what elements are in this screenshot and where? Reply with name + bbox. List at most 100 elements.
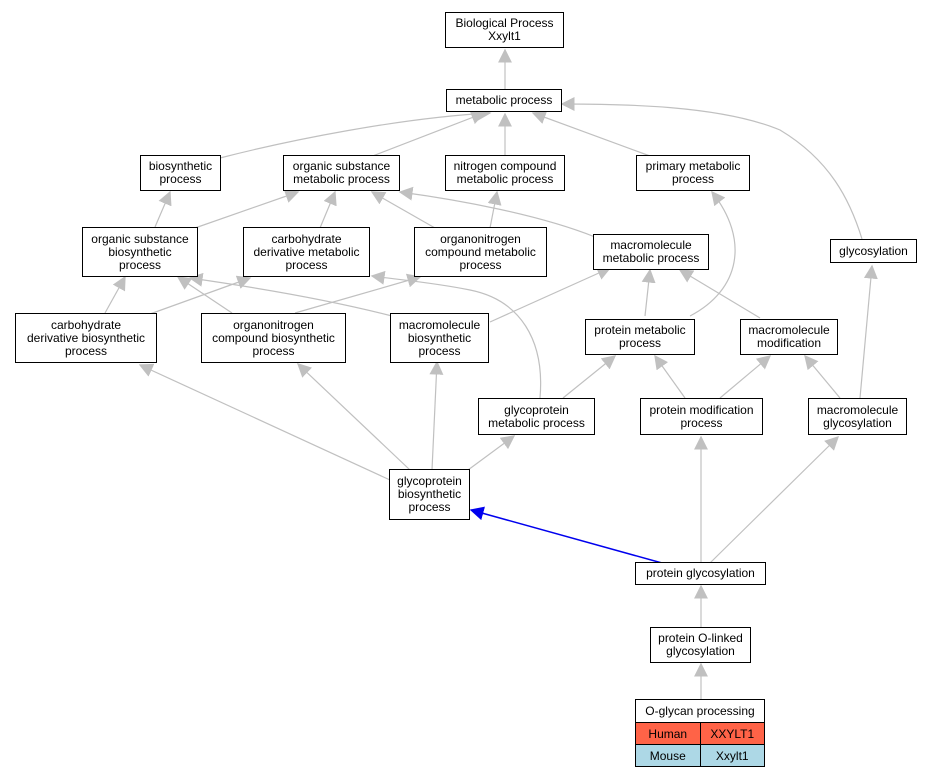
- legend-title[interactable]: O-glycan processing: [636, 700, 764, 723]
- node-label-line: organonitrogen: [233, 317, 314, 332]
- node-label-line: protein glycosylation: [646, 566, 755, 580]
- node-label-line: process: [418, 343, 461, 358]
- node-label-line: process: [159, 172, 202, 186]
- node-label-line: derivative biosynthetic: [26, 330, 146, 345]
- node-label-line: process: [459, 257, 502, 272]
- node-label-line: organonitrogen: [440, 231, 521, 246]
- node-label-line: biosynthetic: [397, 487, 462, 501]
- edge-macroglyc-macromod: [804, 354, 841, 399]
- edge-macrobio-macromet: [489, 266, 612, 323]
- edge-carbderbio-orgsubbio: [104, 275, 126, 314]
- legend-gene-human: XXYLT1: [699, 723, 765, 744]
- edge-glycoprotmet-protmet: [562, 355, 617, 399]
- edge-protmod-protmet: [654, 354, 686, 399]
- edge-macroglyc-glycosylation: [859, 264, 878, 399]
- node-label-line: biosynthetic: [407, 330, 472, 345]
- node-label-line: process: [671, 172, 715, 186]
- node-label-line: protein O-linked: [658, 631, 743, 645]
- node-label-line: process: [408, 500, 451, 514]
- node-label-line: organic substance: [91, 231, 189, 246]
- edge-primary-metabolic: [531, 110, 651, 157]
- node-label-line: protein modification: [649, 402, 754, 417]
- edge-organonitbio-organonitmet: [294, 273, 422, 314]
- node-label-line: carbohydrate: [50, 317, 122, 332]
- legend-row-mouse: Mouse Xxylt1: [636, 744, 764, 766]
- node-label-line: process: [64, 343, 108, 358]
- edge-glycoprotbio-organonitbio: [296, 363, 411, 471]
- node-label-line: compound metabolic: [425, 244, 536, 259]
- node-label-line: glycosylation: [823, 415, 892, 430]
- edge-biosynthetic-root: [219, 106, 492, 159]
- edge-macromod-macromet: [678, 269, 761, 319]
- gene-legend-table: O-glycan processing Human XXYLT1 Mouse X…: [635, 699, 765, 767]
- edge-carbderbio-carbdermet: [149, 275, 252, 315]
- legend-gene-mouse: Xxylt1: [699, 745, 765, 766]
- node-label-line: process: [618, 336, 662, 350]
- edge-glycoprotbio-macrobio: [429, 360, 444, 471]
- node-label-line: metabolic process: [488, 415, 585, 430]
- edge-protmet-primary: [689, 190, 736, 317]
- legend-species-mouse: Mouse: [649, 748, 686, 763]
- edge-protmet-macromet: [641, 268, 656, 317]
- legend-row-human: Human XXYLT1: [636, 723, 764, 744]
- node-label-line: organic substance: [292, 159, 391, 173]
- edge-macrobio-orgsubbio: [188, 272, 393, 317]
- edge-glycoprotbio-carbderbio: [138, 363, 391, 481]
- node-glycosylation[interactable]: glycosylation: [830, 239, 917, 263]
- edge-orgsubbio-orgsubmet: [194, 189, 300, 229]
- node-label-line: compound biosynthetic: [212, 330, 335, 345]
- node-prot-glyc[interactable]: protein glycosylation: [635, 562, 766, 585]
- node-label-line: process: [285, 257, 328, 272]
- node-label-line: macromolecule: [610, 238, 692, 252]
- node-label-line: glycosylation: [839, 243, 908, 258]
- node-label-line: protein metabolic: [594, 323, 686, 337]
- node-label-line: Biological Process: [455, 16, 554, 30]
- edge-glycoprotbio-glycoprotmet: [467, 435, 516, 471]
- node-label-line: glycoprotein: [504, 402, 569, 417]
- edge-orgsubmet-metabolic: [369, 111, 486, 158]
- edge-protglyc-glycoprotbio: [469, 506, 663, 564]
- node-label-line: process: [252, 343, 295, 358]
- node-label-line: biosynthetic: [108, 244, 172, 259]
- legend-species-human: Human: [648, 726, 688, 741]
- node-label-line: nitrogen compound: [453, 159, 557, 173]
- edge-protmod-macromod: [719, 355, 772, 399]
- node-label-line: macromolecule: [748, 323, 830, 337]
- edge-organonitmet-orgsubmet: [370, 191, 436, 229]
- node-label-line: primary metabolic: [645, 159, 741, 173]
- node-label-line: metabolic process: [456, 172, 554, 186]
- edge-orgsubbio-biosynthetic: [154, 190, 172, 228]
- node-label-line: metabolic process: [293, 172, 390, 186]
- node-metabolic[interactable]: metabolic process: [446, 89, 562, 112]
- node-label-line: process: [118, 257, 162, 272]
- node-label-line: derivative metabolic: [253, 244, 360, 259]
- node-label-line: glycoprotein: [397, 474, 462, 488]
- edge-carbdermet-orgsubmet: [319, 190, 337, 229]
- node-label-line: Xxylt1: [488, 29, 521, 43]
- node-label-line: modification: [756, 336, 822, 350]
- node-label-line: macromolecule: [398, 317, 481, 332]
- edge-macromet-orgsubmet: [398, 186, 596, 238]
- node-label-line: glycosylation: [666, 644, 735, 658]
- edge-organonitbio-orgsubbio: [176, 276, 233, 314]
